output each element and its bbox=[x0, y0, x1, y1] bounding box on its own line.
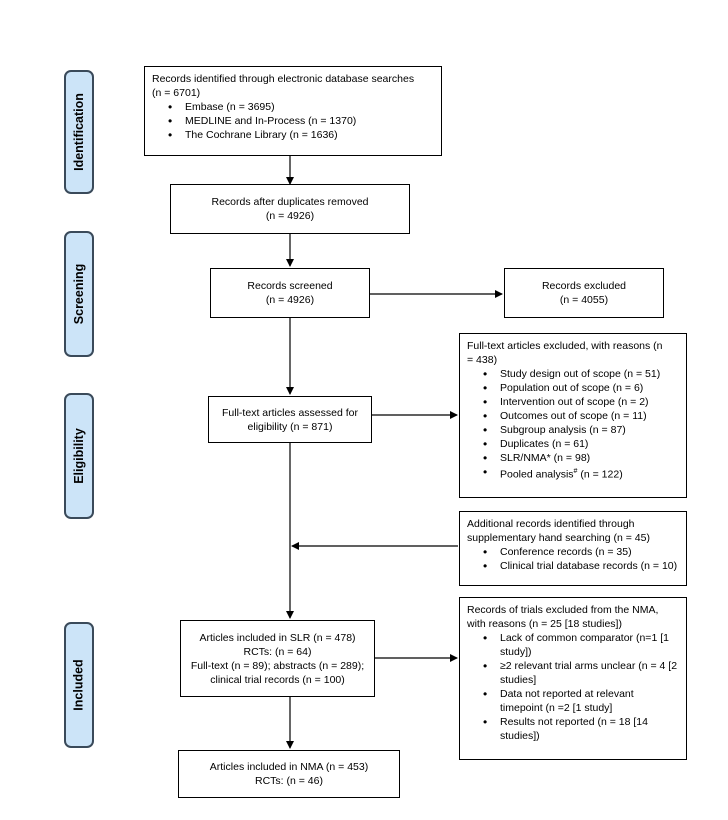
item-line: studies]) bbox=[500, 730, 540, 742]
box-line: RCTs: (n = 46) bbox=[255, 775, 323, 787]
phase-eligibility: Eligibility bbox=[64, 393, 94, 519]
phase-screening: Screening bbox=[64, 231, 94, 357]
list-item: Data not reported at relevant timepoint (… bbox=[483, 687, 679, 715]
pooled-count: (n = 122) bbox=[577, 468, 623, 481]
box-line: Records of trials excluded from the NMA, bbox=[467, 604, 659, 616]
list-item: The Cochrane Library (n = 1636) bbox=[168, 128, 434, 142]
list-item: Lack of common comparator (n=1 [1 study]) bbox=[483, 631, 679, 659]
additional-records-box: Additional records identified through su… bbox=[459, 511, 687, 586]
list-item: Clinical trial database records (n = 10) bbox=[483, 559, 679, 573]
list-item: Intervention out of scope (n = 2) bbox=[483, 395, 679, 409]
box-line: Records screened bbox=[247, 280, 333, 292]
records-screened-box: Records screened (n = 4926) bbox=[210, 268, 370, 318]
list-item: Conference records (n = 35) bbox=[483, 545, 679, 559]
list-item: Population out of scope (n = 6) bbox=[483, 381, 679, 395]
included-slr-box: Articles included in SLR (n = 478) RCTs:… bbox=[180, 620, 375, 697]
phase-label: Eligibility bbox=[72, 428, 86, 484]
additional-sources-list: Conference records (n = 35) Clinical tri… bbox=[467, 545, 679, 573]
list-item: ≥2 relevant trial arms unclear (n = 4 [2… bbox=[483, 659, 679, 687]
phase-label: Screening bbox=[72, 263, 86, 325]
fulltext-assessed-box: Full-text articles assessed for eligibil… bbox=[208, 396, 372, 443]
fulltext-excluded-box: Full-text articles excluded, with reason… bbox=[459, 333, 687, 498]
item-line: Data not reported at relevant bbox=[500, 688, 634, 700]
box-line: Full-text articles assessed for bbox=[222, 406, 358, 419]
list-item: Subgroup analysis (n = 87) bbox=[483, 423, 679, 437]
item-line: study]) bbox=[500, 646, 532, 658]
phase-identification: Identification bbox=[64, 70, 94, 194]
nma-excluded-box: Records of trials excluded from the NMA,… bbox=[459, 597, 687, 760]
list-item: Results not reported (n = 18 [14 studies]… bbox=[483, 715, 679, 743]
nma-exclusion-list: Lack of common comparator (n=1 [1 study])… bbox=[467, 631, 679, 743]
phase-label: Identification bbox=[72, 93, 86, 171]
list-item: SLR/NMA* (n = 98) bbox=[483, 451, 679, 465]
box-line: (n = 4926) bbox=[265, 210, 315, 222]
list-item: Embase (n = 3695) bbox=[168, 100, 434, 114]
phase-label: Included bbox=[72, 659, 86, 711]
box-line: Records after duplicates removed bbox=[211, 196, 369, 208]
list-item: Pooled analysis# (n = 122) bbox=[483, 465, 679, 482]
box-count: (n = 6701) bbox=[152, 87, 201, 99]
box-line: (n = 4926) bbox=[265, 294, 315, 306]
box-line: Articles included in SLR (n = 478) bbox=[199, 631, 356, 644]
list-item: Outcomes out of scope (n = 11) bbox=[483, 409, 679, 423]
item-line: Lack of common comparator (n=1 [1 bbox=[500, 632, 669, 644]
list-item: Duplicates (n = 61) bbox=[483, 437, 679, 451]
records-identified-box: Records identified through electronic da… bbox=[144, 66, 442, 156]
list-item: MEDLINE and In-Process (n = 1370) bbox=[168, 114, 434, 128]
item-line: studies] bbox=[500, 674, 537, 686]
box-line: Articles included in NMA (n = 453) bbox=[209, 761, 369, 773]
footnote-mark: # bbox=[573, 468, 578, 475]
box-line: supplementary hand searching (n = 45) bbox=[467, 532, 650, 544]
box-line: Additional records identified through bbox=[467, 518, 635, 530]
box-title: Records identified through electronic da… bbox=[152, 73, 415, 85]
phase-included: Included bbox=[64, 622, 94, 748]
included-nma-box: Articles included in NMA (n = 453) RCTs:… bbox=[178, 750, 400, 798]
database-list: Embase (n = 3695) MEDLINE and In-Process… bbox=[152, 100, 434, 142]
box-line: Full-text (n = 89); abstracts (n = 289); bbox=[190, 659, 365, 672]
box-line: Full-text articles excluded, with reason… bbox=[467, 340, 663, 352]
box-line: clinical trial records (n = 100) bbox=[210, 673, 345, 686]
exclusion-reasons-list: Study design out of scope (n = 51) Popul… bbox=[467, 367, 679, 482]
list-item: Study design out of scope (n = 51) bbox=[483, 367, 679, 381]
box-line: (n = 4055) bbox=[559, 294, 609, 306]
box-line: RCTs: (n = 64) bbox=[243, 645, 312, 658]
box-line: with reasons (n = 25 [18 studies]) bbox=[467, 618, 622, 630]
box-line: Records excluded bbox=[541, 280, 627, 292]
box-line: eligibility (n = 871) bbox=[247, 420, 333, 433]
pooled-label: Pooled analysis bbox=[500, 468, 574, 481]
records-excluded-box: Records excluded (n = 4055) bbox=[504, 268, 664, 318]
box-line: = 438) bbox=[467, 354, 498, 366]
item-line: ≥2 relevant trial arms unclear (n = 4 [2 bbox=[500, 660, 678, 672]
item-line: timepoint (n =2 [1 study] bbox=[500, 702, 613, 714]
item-line: Results not reported (n = 18 [14 bbox=[500, 716, 648, 728]
duplicates-removed-box: Records after duplicates removed (n = 49… bbox=[170, 184, 410, 234]
